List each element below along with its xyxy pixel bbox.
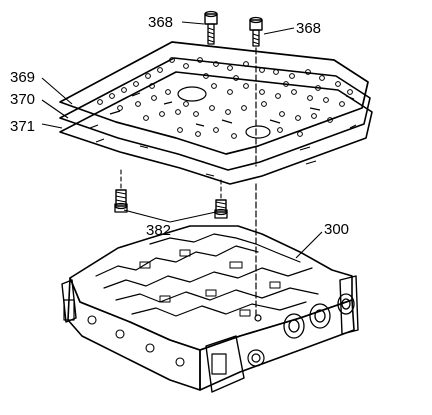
leader-371	[41, 123, 63, 129]
alignment-line-lower	[120, 167, 222, 199]
callout-300: 300	[324, 221, 349, 238]
leader-lines	[41, 21, 323, 259]
leader-370	[41, 99, 69, 119]
plate-perforations	[97, 57, 353, 139]
plate-slots	[109, 92, 355, 127]
callout-368-left: 368	[148, 14, 173, 31]
plate-stack	[59, 41, 373, 185]
plate-369	[59, 41, 369, 155]
callout-371: 371	[10, 118, 35, 135]
callout-370: 370	[10, 91, 35, 108]
upper-bolt-left	[204, 10, 218, 45]
upper-bolt-right	[249, 16, 263, 47]
leader-369	[41, 77, 73, 105]
valve-body	[61, 225, 359, 393]
leader-368-right	[263, 27, 295, 35]
callout-368-right: 368	[296, 20, 321, 37]
leader-382	[123, 209, 217, 223]
gasket-370	[59, 57, 371, 171]
callout-369: 369	[10, 69, 35, 86]
leader-300	[295, 231, 323, 259]
leader-368-left	[181, 21, 205, 25]
lower-bolt-left	[114, 189, 128, 213]
callout-382: 382	[146, 222, 171, 239]
lower-bolt-right	[214, 199, 228, 219]
